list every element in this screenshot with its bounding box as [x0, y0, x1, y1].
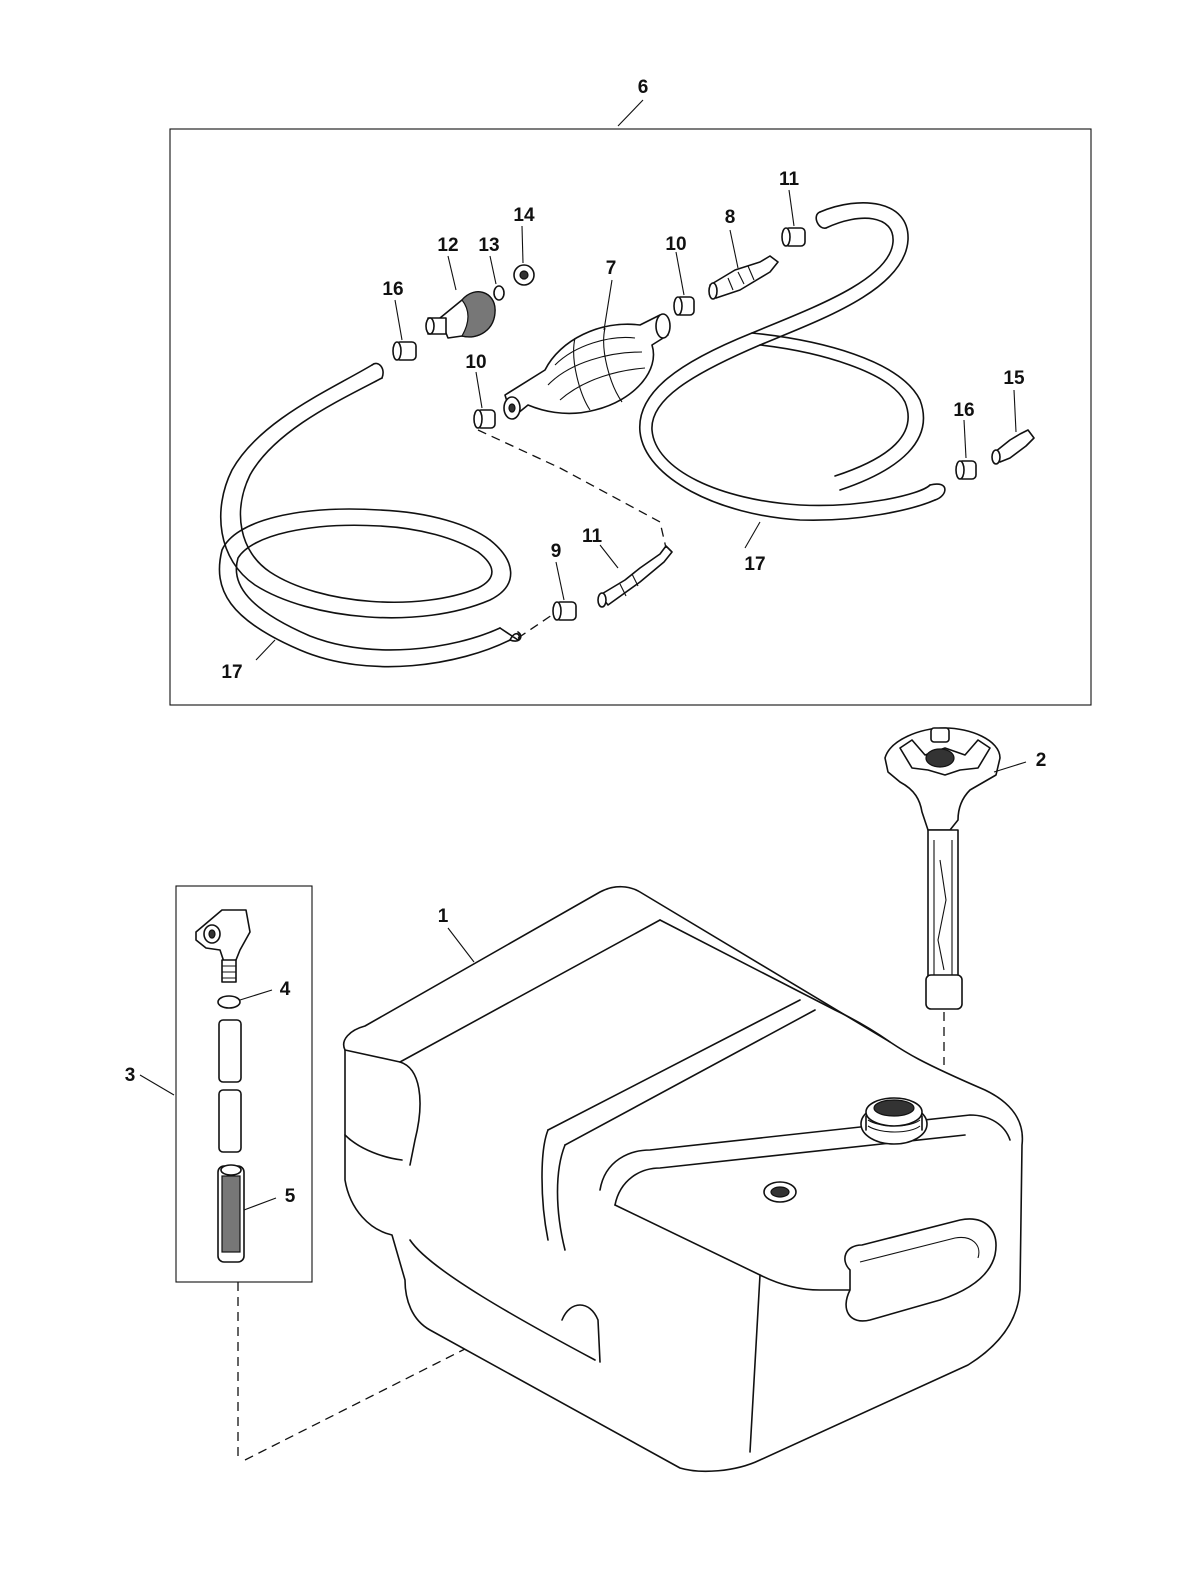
- callout-5: 5: [285, 1186, 296, 1207]
- fuel-line-kit-frame: [169, 128, 1092, 706]
- callout-10: 10: [665, 234, 686, 255]
- callout-13: 13: [478, 235, 499, 256]
- fuel-filter: [217, 1164, 245, 1263]
- hose-clamp: [552, 601, 577, 621]
- leader-2: [993, 761, 1027, 773]
- leader-8: [729, 229, 739, 269]
- fuel-hose-right: [639, 202, 946, 522]
- callout-7: 7: [606, 258, 617, 279]
- callout-2: 2: [1036, 750, 1047, 771]
- assembly-line: [517, 614, 553, 639]
- leader-1: [447, 927, 475, 963]
- leader-12: [447, 255, 457, 291]
- fuel-tank: [343, 885, 1024, 1473]
- primer-bulb: [503, 313, 671, 420]
- leader-16b: [963, 419, 967, 459]
- leader-6: [617, 99, 644, 127]
- leader-7: [603, 279, 613, 331]
- washer-hole: [519, 270, 529, 280]
- leader-13: [489, 255, 497, 285]
- callout-8: 8: [725, 207, 736, 228]
- callout-15: 15: [1003, 368, 1025, 389]
- leader-17a: [255, 639, 276, 661]
- assembly-line: [477, 429, 667, 549]
- engine-fitting: [708, 255, 779, 300]
- pickup-assembly-frame: [175, 885, 313, 1283]
- o-ring: [493, 285, 505, 301]
- callout-6: 6: [638, 77, 649, 98]
- callout-11: 11: [582, 526, 603, 547]
- fuel-hose-left: [218, 362, 522, 668]
- hose-clamp: [673, 296, 695, 316]
- pickup-o-ring: [217, 995, 241, 1009]
- callout-16: 16: [382, 279, 403, 300]
- pickup-tube: [218, 1019, 242, 1153]
- leader-10a: [675, 251, 685, 296]
- hose-fitting: [991, 429, 1035, 465]
- tank-connector: [425, 291, 496, 339]
- leader-9: [555, 561, 565, 601]
- leader-14: [521, 225, 524, 264]
- leader-11b: [599, 544, 619, 569]
- callout-14: 14: [513, 205, 535, 226]
- callout-10: 10: [465, 352, 486, 373]
- leader-3: [139, 1074, 175, 1096]
- callout-12: 12: [437, 235, 458, 256]
- leader-10b: [475, 371, 483, 409]
- leader-15: [1013, 389, 1017, 433]
- leader-16a: [394, 299, 403, 341]
- pickup-elbow-fitting: [195, 909, 251, 983]
- callout-17: 17: [221, 662, 242, 683]
- hose-clamp: [392, 341, 417, 361]
- callout-16: 16: [953, 400, 974, 421]
- hose-fitting: [597, 545, 673, 608]
- leader-4: [239, 989, 273, 1001]
- callout-4: 4: [280, 979, 291, 1000]
- callout-3: 3: [125, 1065, 136, 1086]
- leader-5: [243, 1197, 277, 1211]
- leader-17b: [744, 521, 761, 549]
- callout-17: 17: [744, 554, 765, 575]
- callout-9: 9: [551, 541, 562, 562]
- fuel-gauge: [884, 727, 1001, 1010]
- hose-clamp: [781, 227, 806, 247]
- callout-1: 1: [438, 906, 449, 927]
- hose-clamp: [473, 409, 496, 429]
- leader-11a: [788, 189, 795, 227]
- callout-11: 11: [779, 169, 800, 190]
- hose-clamp: [955, 460, 977, 480]
